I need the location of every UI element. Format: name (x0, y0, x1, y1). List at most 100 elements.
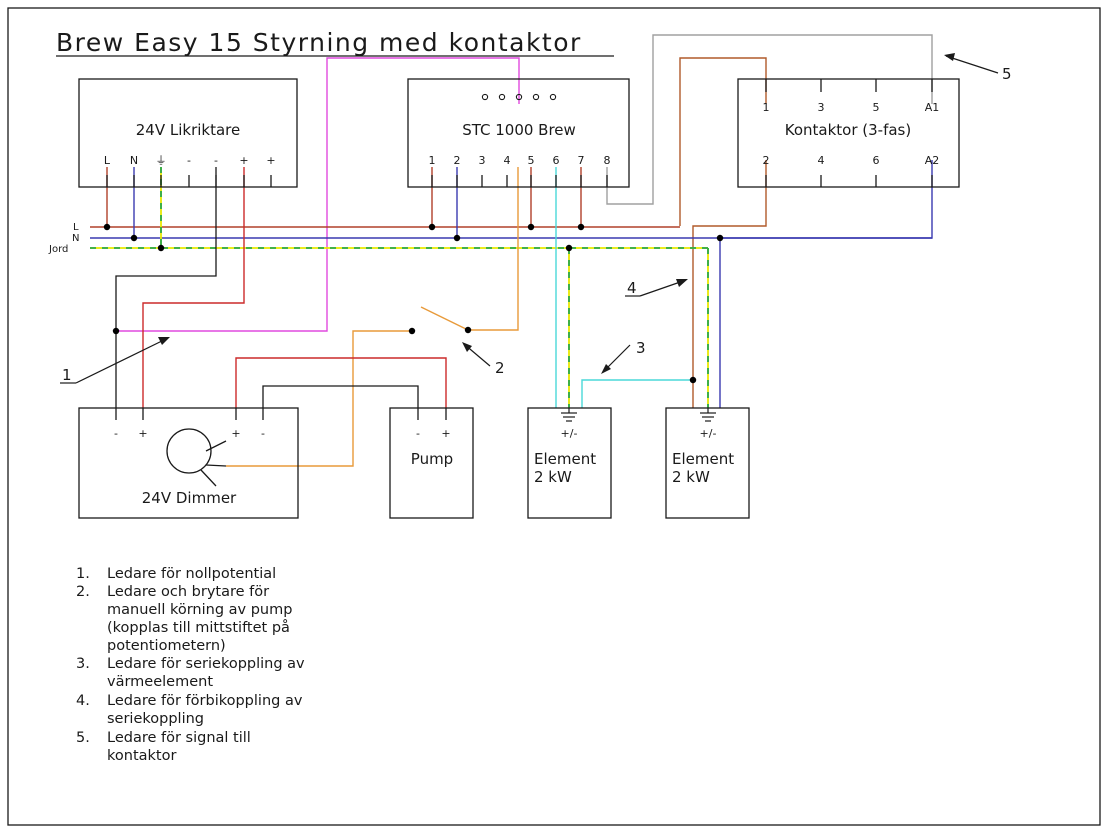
bus-label-l: L (73, 222, 79, 233)
cont-term-1: 1 (763, 101, 770, 114)
stc-term-6: 6 (553, 154, 560, 167)
cont-term-3: 3 (818, 101, 825, 114)
wire-blue-a2 (719, 160, 933, 408)
pump-terminal-ticks (417, 408, 447, 420)
legend-2-line2: manuell körning av pump (107, 602, 292, 618)
element2-label-line2: 2 kW (672, 468, 710, 486)
callout-5: 5 (944, 53, 1012, 83)
stc-term-8: 8 (604, 154, 611, 167)
wire-pink (116, 57, 520, 332)
element1-label-line1: Element (534, 450, 596, 468)
rect-term-plus1: + (239, 154, 248, 167)
stc-term-4: 4 (504, 154, 511, 167)
contactor-label: Kontaktor (3-fas) (785, 121, 911, 139)
stc-term-7: 7 (578, 154, 585, 167)
element2-term: +/- (700, 427, 717, 440)
legend-item-4: 4. Ledare för förbikoppling av seriekopp… (76, 693, 303, 727)
legend-5-line1: Ledare för signal till (107, 730, 251, 746)
callout-5-number: 5 (1002, 65, 1012, 83)
stc-terminals: 1 2 3 4 5 6 7 8 (429, 154, 611, 167)
contactor-bottom-terminals: 2 4 6 A2 (763, 154, 940, 167)
potentiometer-icon (166, 428, 227, 487)
legend-2-line3: (kopplas till mittstiftet på (107, 619, 290, 636)
callout-1: 1 (60, 337, 170, 384)
legend-4-num: 4. (76, 693, 90, 709)
element1-label-line2: 2 kW (534, 468, 572, 486)
element2-label-line1: Element (672, 450, 734, 468)
element1-earth-icon (561, 408, 577, 422)
wire-pump-plus (235, 357, 447, 408)
dimmer-term-plus-out: + (231, 427, 240, 440)
wire-grey-signal (606, 34, 933, 205)
pump-term-plus: + (441, 427, 450, 440)
switch-blade (420, 306, 469, 331)
rect-term-minus1: - (187, 154, 191, 167)
callout-3-number: 3 (636, 339, 646, 357)
legend-4-line2: seriekoppling (107, 711, 204, 727)
diagram-title: Brew Easy 15 Styrning med kontaktor (56, 28, 582, 57)
diagram-frame (7, 7, 1101, 826)
stc-term-1: 1 (429, 154, 436, 167)
wire-pump-minus (262, 385, 419, 408)
rectifier-box (78, 78, 298, 188)
wire-dc-minus (115, 167, 217, 408)
cont-term-2: 2 (763, 154, 770, 167)
stc-indicator-leds (481, 93, 557, 101)
legend-2-num: 2. (76, 584, 90, 600)
callout-4-number: 4 (627, 279, 637, 297)
bus-label-jord: Jord (48, 244, 68, 255)
junction-dots (103, 223, 724, 384)
pump-label: Pump (411, 450, 453, 468)
cont-term-a2: A2 (925, 154, 940, 167)
contactor-terminal-ticks (765, 79, 933, 187)
rectifier-label: 24V Likriktare (136, 121, 241, 139)
wire-orange-stc (468, 167, 519, 331)
legend-item-2: 2. Ledare och brytare för manuell körnin… (76, 584, 292, 654)
callout-3: 3 (601, 339, 646, 374)
legend-item-3: 3. Ledare för seriekoppling av värmeelem… (76, 656, 305, 690)
legend-1-num: 1. (76, 566, 90, 582)
element1-term: +/- (561, 427, 578, 440)
stc-term-5: 5 (528, 154, 535, 167)
cont-term-5: 5 (873, 101, 880, 114)
legend-2-line1: Ledare och brytare för (107, 584, 269, 600)
rectifier-terminal-ticks (106, 175, 272, 187)
cont-term-4: 4 (818, 154, 825, 167)
dimmer-label: 24V Dimmer (142, 489, 237, 507)
legend-3-line2: värmeelement (107, 674, 213, 690)
legend-item-1: 1. Ledare för nollpotential (76, 566, 276, 582)
legend-2-line4: potentiometern) (107, 638, 226, 654)
element2-earth-icon (700, 408, 716, 422)
stc-term-2: 2 (454, 154, 461, 167)
stc-label: STC 1000 Brew (462, 121, 576, 139)
stc-term-3: 3 (479, 154, 486, 167)
dimmer-terminal-ticks (115, 408, 264, 420)
dimmer-box (78, 407, 299, 519)
wire-orange-dimmer (226, 330, 412, 467)
legend-3-line1: Ledare för seriekoppling av (107, 656, 305, 672)
pump-box (389, 407, 474, 519)
wire-cyan-series (581, 379, 693, 408)
dimmer-term-minus-out: - (261, 427, 265, 440)
stc-terminal-ticks (431, 175, 608, 187)
pump-term-minus: - (416, 427, 420, 440)
cont-term-a1: A1 (925, 101, 940, 114)
wire-dc-plus (142, 167, 245, 408)
rectifier-terminals: L N ⏚ - - + + (104, 154, 276, 167)
callout-1-number: 1 (62, 366, 72, 384)
rect-term-l: L (104, 154, 111, 167)
legend: 1. Ledare för nollpotential 2. Ledare oc… (76, 566, 305, 764)
callout-4: 4 (625, 279, 688, 297)
rect-term-earth: ⏚ (156, 154, 167, 167)
legend-5-num: 5. (76, 730, 90, 746)
legend-1-line1: Ledare för nollpotential (107, 566, 276, 582)
callout-2-number: 2 (495, 359, 505, 377)
callout-2: 2 (462, 342, 505, 377)
wire-brown-feed (679, 57, 767, 226)
legend-item-5: 5. Ledare för signal till kontaktor (76, 730, 251, 764)
rect-term-minus2: - (214, 154, 218, 167)
bus-label-n: N (72, 233, 79, 244)
dimmer-term-plus-in: + (138, 427, 147, 440)
legend-4-line1: Ledare för förbikoppling av (107, 693, 303, 709)
